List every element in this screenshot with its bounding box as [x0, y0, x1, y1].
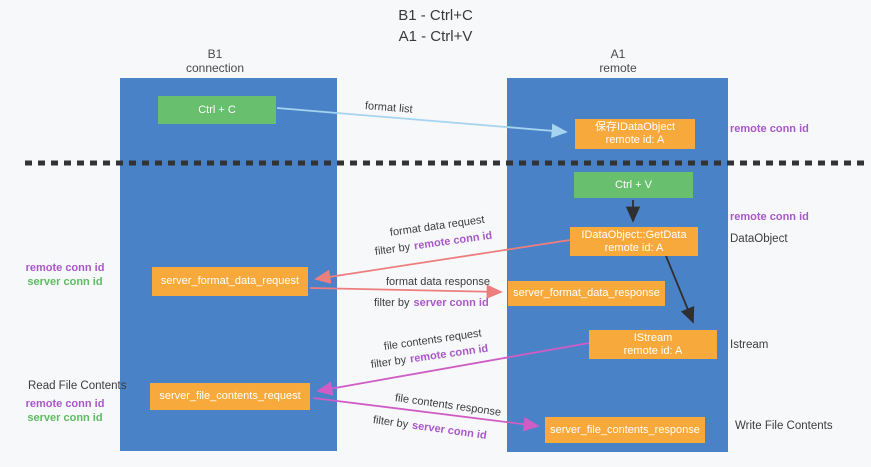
side-label-remote-conn-id-mid: remote conn id	[730, 211, 809, 223]
node-istream: IStream remote id: A	[589, 330, 717, 359]
side-label-read-file-contents: Read File Contents	[28, 380, 127, 392]
node-save-idataobject-line1: 保存IDataObject	[594, 121, 676, 133]
node-server-file-contents-response: server_file_contents_response	[545, 417, 705, 443]
node-server-file-contents-request-label: server_file_contents_request	[159, 390, 301, 402]
arrow-file-contents-request	[316, 342, 590, 396]
lane-header-b1: B1 connection	[165, 47, 265, 75]
node-save-idataobject: 保存IDataObject remote id: A	[575, 119, 695, 149]
arrow-getdata-to-istream	[665, 255, 695, 324]
filter-by-text: filter by	[374, 297, 410, 309]
server-conn-id-label: server conn id	[27, 412, 103, 424]
lane-header-a1: A1 remote	[568, 47, 668, 75]
node-server-file-contents-response-label: server_file_contents_response	[550, 423, 700, 436]
node-server-format-data-response: server_format_data_response	[508, 281, 665, 306]
node-ctrl-v: Ctrl + V	[574, 172, 693, 198]
node-server-file-contents-request: server_file_contents_request	[150, 383, 310, 410]
arrow-format-data-response	[309, 284, 503, 299]
title-line-1: B1 - Ctrl+C	[398, 7, 473, 24]
label-format-data-response: format data response	[386, 276, 490, 288]
node-server-format-data-request-label: server_format_data_request	[160, 275, 300, 287]
node-istream-line2: remote id: A	[623, 344, 683, 357]
side-label-istream: Istream	[730, 339, 769, 351]
server-conn-id-text: server conn id	[413, 297, 489, 309]
node-idataobject-getdata: IDataObject::GetData remote id: A	[570, 227, 698, 256]
node-istream-line1: IStream	[633, 331, 673, 344]
arrow-file-contents-response	[312, 397, 540, 432]
arrow-format-list	[276, 107, 568, 138]
diagram-title: B1 - Ctrl+C A1 - Ctrl+V	[0, 5, 871, 47]
node-server-format-data-request: server_format_data_request	[152, 267, 308, 296]
remote-conn-id-label: remote conn id	[25, 398, 105, 410]
side-label-left-bottom-conn-ids: remote conn id server conn id	[20, 397, 110, 425]
side-label-left-mid-conn-ids: remote conn id server conn id	[20, 261, 110, 289]
node-getdata-line1: IDataObject::GetData	[581, 228, 687, 241]
node-ctrl-c-label: Ctrl + C	[198, 103, 236, 116]
lane-a1-name: A1	[610, 47, 626, 61]
side-label-dataobject: DataObject	[730, 233, 788, 245]
lane-b1-role: connection	[185, 61, 245, 75]
lane-a1-role: remote	[599, 61, 637, 75]
node-ctrl-c: Ctrl + C	[158, 96, 276, 124]
node-ctrl-v-label: Ctrl + V	[615, 178, 652, 191]
title-line-2: A1 - Ctrl+V	[398, 28, 473, 45]
side-label-remote-conn-id-top: remote conn id	[730, 123, 809, 135]
node-server-format-data-response-label: server_format_data_response	[513, 287, 660, 299]
lane-b1-name: B1	[207, 47, 223, 61]
remote-conn-id-label: remote conn id	[25, 262, 105, 274]
side-label-write-file-contents: Write File Contents	[735, 420, 833, 432]
arrow-format-data-request	[314, 239, 571, 284]
node-getdata-line2: remote id: A	[604, 241, 664, 254]
node-save-idataobject-line2: remote id: A	[605, 134, 665, 146]
server-conn-id-label: server conn id	[27, 276, 103, 288]
